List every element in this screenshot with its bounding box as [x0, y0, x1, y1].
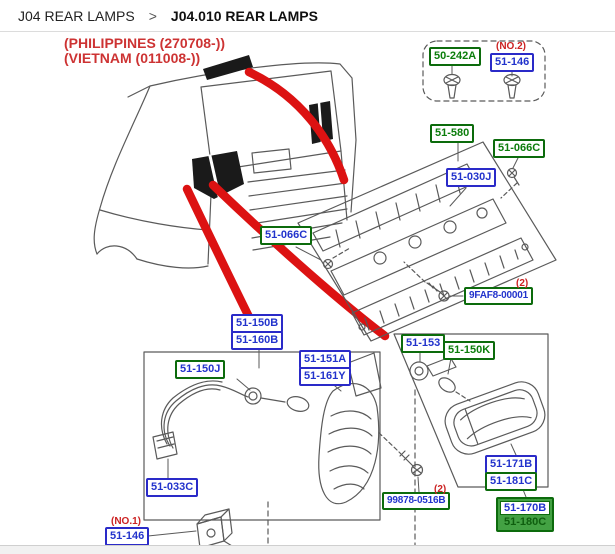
part-label-51-150B[interactable]: 51-150B	[231, 314, 284, 334]
part-note-no2: (NO.2)	[496, 41, 526, 52]
part-note-no1: (NO.1)	[111, 516, 141, 527]
production-note-vietnam: (VIETNAM (011008-))	[64, 50, 201, 66]
guide-lines	[267, 389, 416, 546]
part-label-group-inner-lamp: 51-171B 51-181C	[485, 455, 538, 492]
van-illustration	[93, 55, 357, 269]
part-label-51-066C-right[interactable]: 51-066C	[493, 139, 546, 159]
part-label-9FAF8-00001[interactable]: 9FAF8-00001	[464, 287, 533, 305]
breadcrumb-current-page: J04.010 REAR LAMPS	[170, 7, 318, 24]
inner-lamp-box-drawing	[376, 333, 549, 488]
part-label-group-selected: 51-170B 51-180C	[496, 497, 555, 532]
part-label-51-170B[interactable]: 51-170B	[500, 501, 551, 515]
part-label-51-150J[interactable]: 51-150J	[175, 360, 226, 380]
part-label-51-153[interactable]: 51-153	[401, 334, 446, 354]
part-note-qty2-b: (2)	[434, 484, 447, 495]
connector-drawing	[196, 508, 233, 549]
part-label-51-146-no1[interactable]: 51-146	[105, 527, 150, 547]
part-label-51-160B[interactable]: 51-160B	[231, 331, 284, 351]
production-note-philippines: (PHILIPPINES (270708-))	[64, 35, 226, 51]
leader-lines	[147, 65, 527, 537]
part-label-51-146-no2[interactable]: 51-146	[490, 53, 535, 73]
part-label-51-181C[interactable]: 51-181C	[485, 472, 538, 492]
red-callout-arrows	[182, 67, 390, 341]
horizontal-scrollbar[interactable]	[0, 545, 615, 554]
breadcrumb-parent-link[interactable]: J04 REAR LAMPS	[18, 7, 135, 24]
outer-lamp-box-drawing	[143, 351, 382, 521]
part-label-51-580[interactable]: 51-580	[430, 124, 475, 144]
part-label-51-150K[interactable]: 51-150K	[443, 341, 496, 361]
part-label-51-161Y[interactable]: 51-161Y	[299, 367, 352, 387]
part-label-51-180C-selected[interactable]: 51-180C	[504, 516, 547, 528]
part-label-99878-0516B[interactable]: 99878-0516B	[382, 492, 451, 510]
part-label-group-outer-lens: 51-151A 51-161Y	[299, 350, 352, 387]
part-label-51-066C-left[interactable]: 51-066C	[260, 226, 313, 246]
part-label-50-242A[interactable]: 50-242A	[429, 47, 482, 67]
part-note-qty2-a: (2)	[516, 278, 529, 289]
part-label-51-030J[interactable]: 51-030J	[446, 168, 497, 188]
breadcrumb: J04 REAR LAMPS > J04.010 REAR LAMPS	[0, 0, 615, 32]
breadcrumb-separator-icon: >	[148, 7, 157, 24]
part-label-51-033C[interactable]: 51-033C	[146, 478, 199, 498]
part-label-group-outer-lamp: 51-150B 51-160B	[231, 314, 284, 351]
